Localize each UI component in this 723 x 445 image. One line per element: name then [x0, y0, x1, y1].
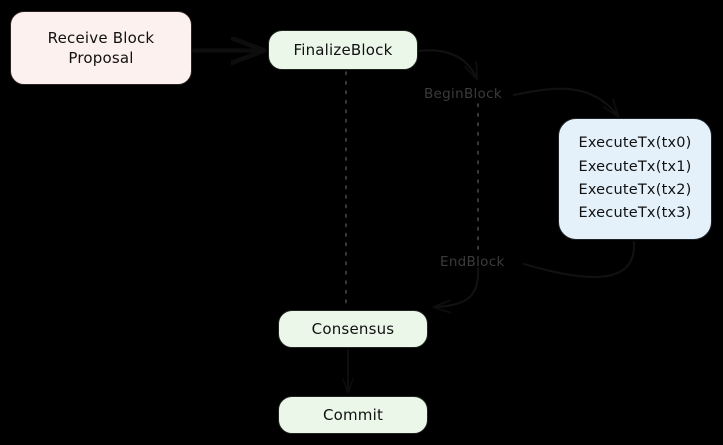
node-consensus[interactable]: Consensus — [278, 310, 428, 348]
node-execute-tx-list[interactable]: ExecuteTx(tx0) ExecuteTx(tx1) ExecuteTx(… — [558, 118, 712, 240]
node-receive-block-proposal[interactable]: Receive Block Proposal — [10, 11, 192, 85]
node-finalize-block[interactable]: FinalizeBlock — [268, 30, 418, 70]
edge-execute-to-endblock — [522, 240, 636, 278]
edge-label-beginblock: BeginBlock — [424, 86, 502, 102]
edge-endblock-to-consensus — [434, 266, 480, 307]
edge-label-endblock: EndBlock — [440, 254, 505, 270]
edge-finalize-to-beginblock — [417, 49, 477, 79]
edge-beginblock-to-execute — [512, 87, 618, 116]
node-commit[interactable]: Commit — [278, 396, 428, 434]
